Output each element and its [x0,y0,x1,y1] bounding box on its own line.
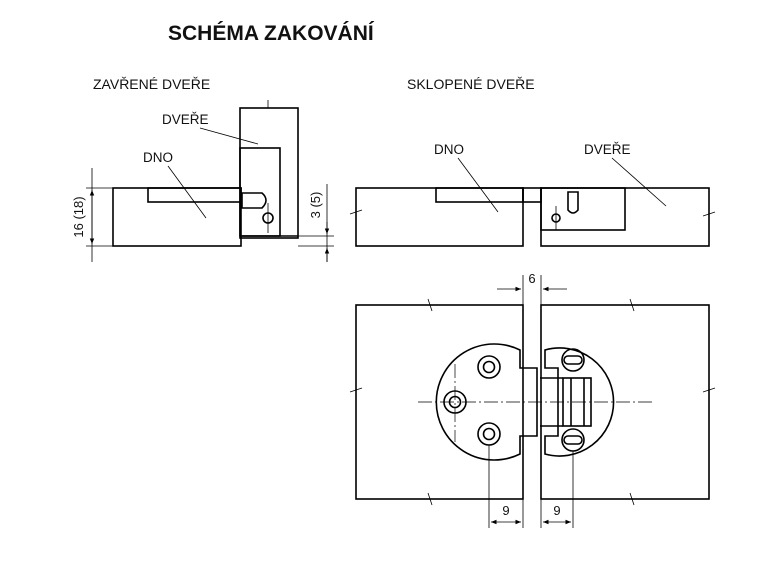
folded-bottom-label: DNO [434,142,464,157]
folded-break-left [349,209,363,215]
hinge-left-plate [435,343,538,461]
closed-hinge-cavity [239,147,281,237]
screw-hole-left-top [477,355,501,379]
dim-top-gap-label: 6 [528,271,535,286]
folded-door-label: DVEŘE [584,142,631,157]
screw-hole-right-bottom [561,428,585,452]
top-break-right [702,387,716,393]
closed-bottom-leader [167,165,207,219]
folded-door-heading: SKLOPENÉ DVEŘE [407,76,535,92]
screw-hole-left-bottom [477,422,501,446]
closed-bottom-board [112,187,242,247]
folded-bottom-leader [457,157,499,213]
top-break-bottom-right [629,492,635,506]
closed-door-heading: ZAVŘENÉ DVEŘE [93,76,210,92]
dim-left-label: 9 [502,503,509,518]
hinge-right-plate [544,347,615,457]
closed-door-board [239,107,299,239]
folded-hinge-bridge [522,187,542,203]
top-break-top-left [427,298,433,312]
folded-hinge-cavity [540,187,626,231]
closed-bottom-label: DNO [143,150,173,165]
folded-bottom-recess [435,187,524,203]
folded-door-section: DNO DVEŘE [349,142,716,247]
dim-thickness-label: 16 (18) [71,196,86,237]
top-break-top-right [629,298,635,312]
folded-bottom-board [355,187,524,247]
closed-door-label: DVEŘE [162,112,209,127]
closed-hinge-knuckle [241,192,267,209]
closed-door-leader [199,127,259,145]
dim-right-label: 9 [553,503,560,518]
screw-hole-left-middle [443,390,467,414]
screw-hole-right-top [561,348,585,372]
folded-door-leader [611,157,667,207]
top-break-bottom-left [427,492,433,506]
closed-door-section: 16 (18) 3 (5) DVEŘE DNO [71,100,334,262]
top-view: 6 9 9 [349,271,716,528]
folded-break-right [702,211,716,217]
closed-bottom-recess [147,187,242,203]
dim-gap-label: 3 (5) [308,192,323,219]
top-break-left [349,387,363,393]
diagram-title: SCHÉMA ZAKOVÁNÍ [168,22,375,45]
folded-hinge-knuckle [567,191,579,214]
